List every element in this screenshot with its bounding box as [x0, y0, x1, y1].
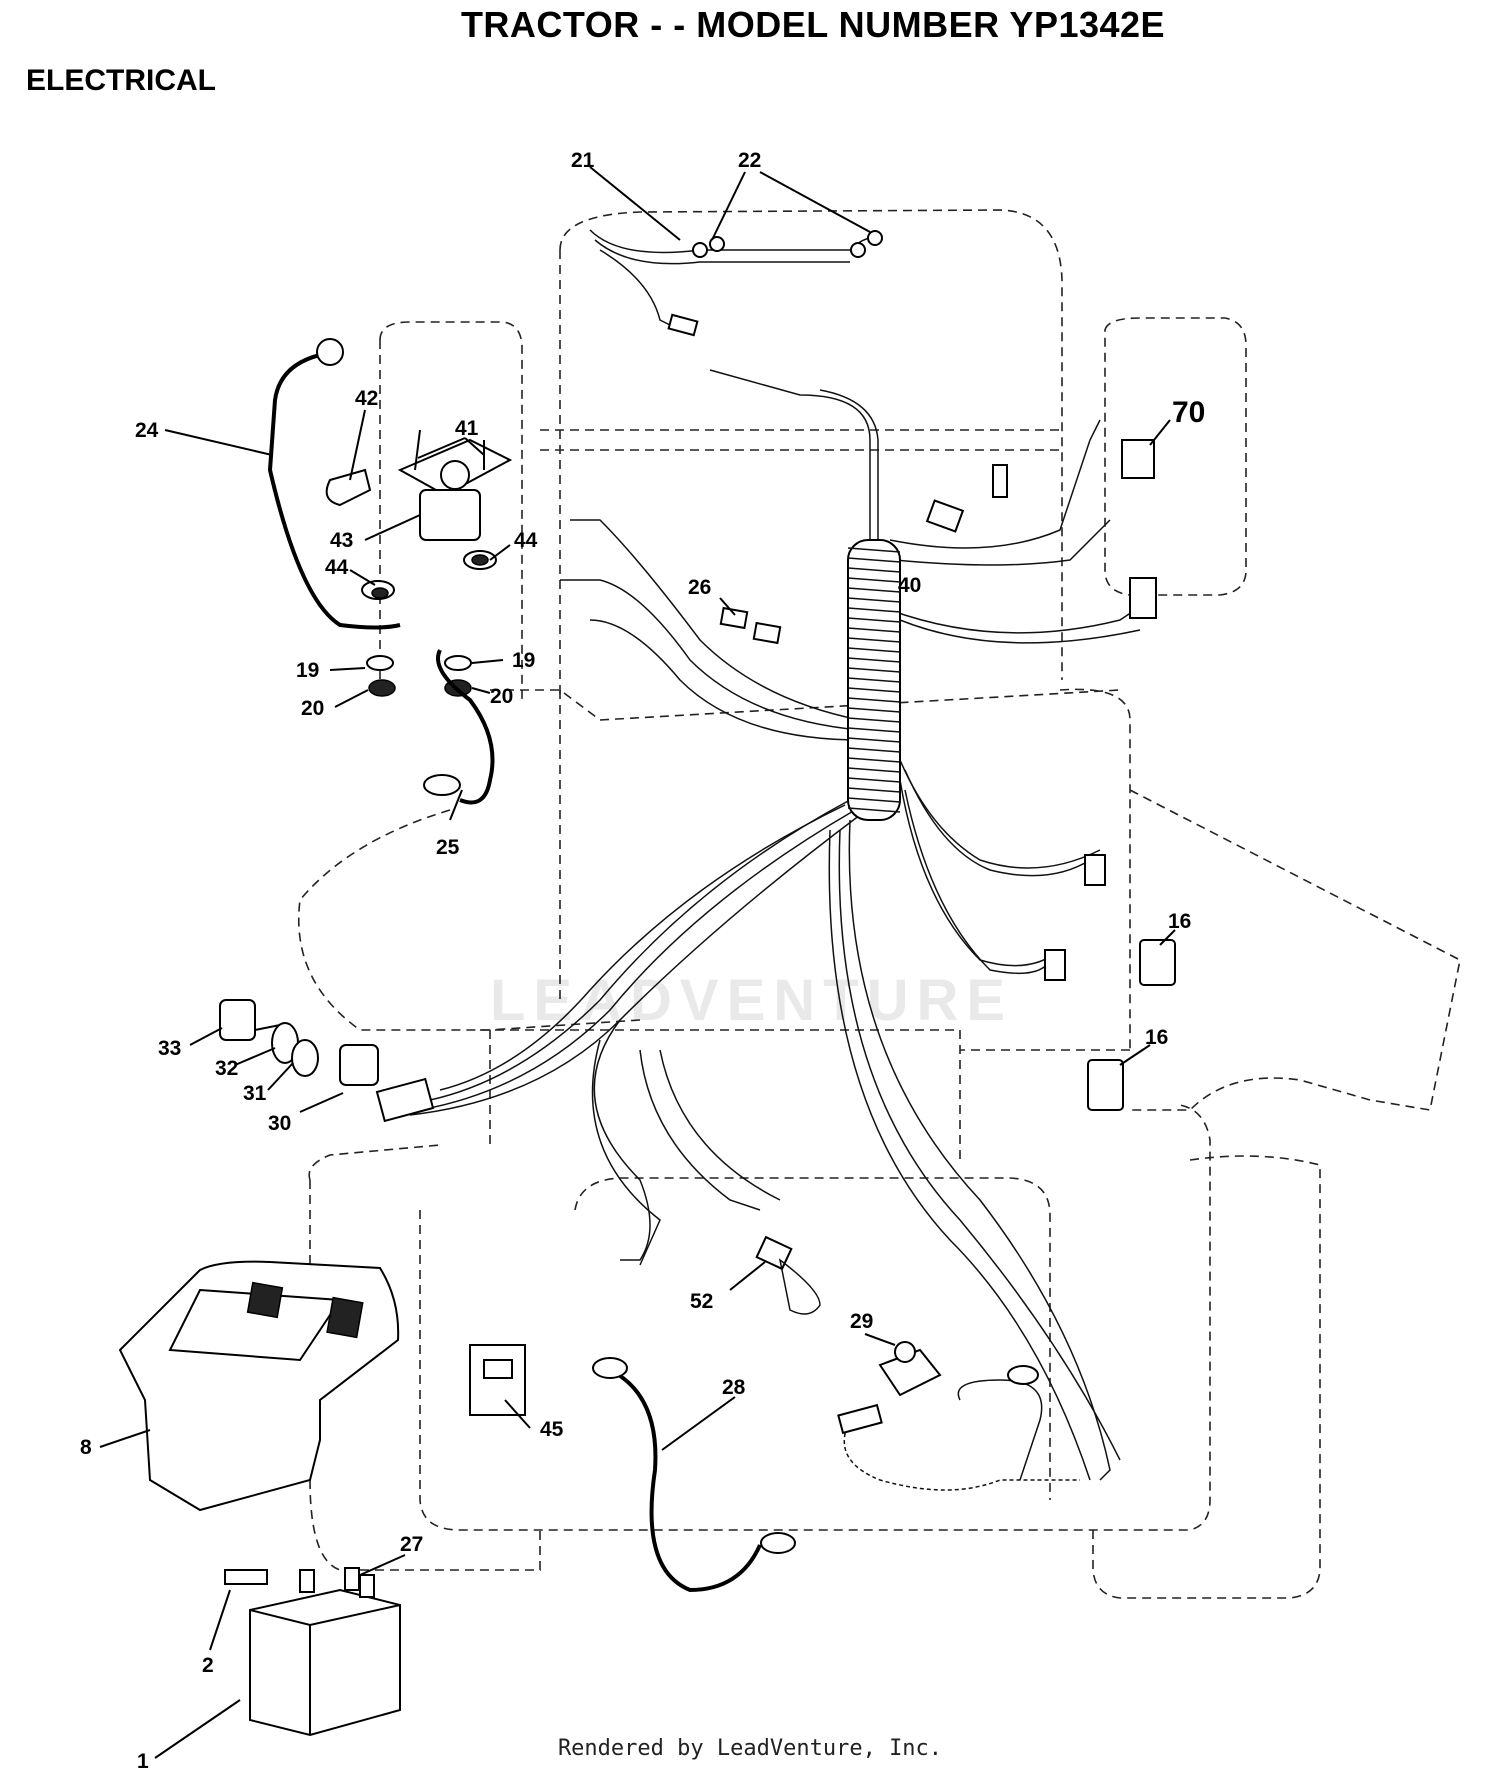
callout-26: 26: [688, 576, 711, 599]
callouts: 1 2 8 16 16 19 19 20 20 21 22 24 25 26 2…: [80, 149, 1205, 1773]
section-title: ELECTRICAL: [26, 64, 216, 97]
callout-leaders: [99, 166, 1176, 1759]
callout-19: 19: [296, 659, 319, 682]
callout-16: 16: [1168, 910, 1191, 933]
callout-42: 42: [355, 387, 378, 410]
callout-24: 24: [135, 419, 159, 442]
callout-28: 28: [722, 1376, 746, 1399]
tractor-outline: [298, 209, 1461, 1599]
battery-cables: [267, 338, 796, 1593]
callout-44: 44: [514, 529, 538, 552]
callout-1: 1: [137, 1750, 149, 1773]
callout-33: 33: [158, 1037, 181, 1060]
callout-52: 52: [690, 1290, 713, 1313]
callout-31: 31: [243, 1082, 267, 1105]
page-title: TRACTOR - - MODEL NUMBER YP1342E: [460, 4, 1166, 45]
callout-70: 70: [1172, 396, 1205, 429]
callout-30: 30: [268, 1112, 291, 1135]
callout-41: 41: [455, 417, 479, 440]
callout-16: 16: [1145, 1026, 1168, 1049]
callout-43: 43: [330, 529, 353, 552]
callout-22: 22: [738, 149, 761, 172]
callout-40: 40: [898, 574, 921, 597]
callout-44: 44: [325, 556, 349, 579]
battery: [224, 1567, 401, 1737]
wiring-harness: [409, 369, 1151, 1481]
ignition-switch-assembly: [219, 999, 435, 1123]
battery-box: [118, 1260, 400, 1512]
callout-27: 27: [400, 1533, 423, 1556]
misc-parts: [469, 439, 1176, 1491]
callout-20: 20: [301, 697, 324, 720]
callout-8: 8: [80, 1436, 92, 1459]
callout-32: 32: [215, 1057, 238, 1080]
callout-19: 19: [512, 649, 535, 672]
headlight-harness: [589, 229, 883, 337]
callout-2: 2: [202, 1654, 214, 1677]
footer-credit: Rendered by LeadVenture, Inc.: [557, 1736, 943, 1761]
callout-21: 21: [571, 149, 595, 172]
callout-25: 25: [436, 836, 460, 859]
callout-20: 20: [490, 685, 513, 708]
watermark-text: LEADVENTURE: [490, 968, 1013, 1033]
wire-loom-coil: [847, 539, 901, 821]
solenoid-assembly: [325, 429, 513, 697]
callout-29: 29: [850, 1310, 873, 1333]
callout-45: 45: [540, 1418, 564, 1441]
